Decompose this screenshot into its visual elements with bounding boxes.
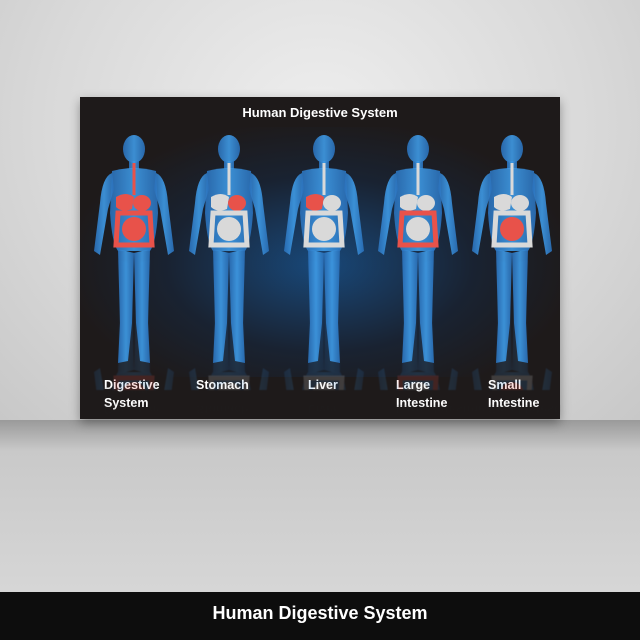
reflection-label: Small Intestine xyxy=(488,402,560,416)
small-intestine-organ xyxy=(406,217,430,241)
liver-organ xyxy=(400,194,418,211)
body-right-arm xyxy=(532,173,552,255)
ref-body-4 xyxy=(378,260,458,420)
body-left-arm xyxy=(378,173,398,255)
body-left-arm xyxy=(284,368,304,420)
body-right-leg xyxy=(418,260,434,374)
body-right-leg xyxy=(324,260,340,374)
liver-organ xyxy=(211,194,229,211)
body-left-leg xyxy=(308,260,324,374)
stomach-organ xyxy=(511,195,529,211)
body-right-leg xyxy=(134,260,150,374)
liver-organ xyxy=(306,194,324,211)
large-intestine-organ xyxy=(491,210,533,248)
body-right-leg xyxy=(229,260,245,374)
poster-title: Human Digestive System xyxy=(242,105,398,120)
body-right-leg xyxy=(512,260,528,374)
body-head xyxy=(218,135,240,163)
large-intestine-organ xyxy=(208,210,250,248)
body-right-arm xyxy=(249,368,269,420)
reflection-figure xyxy=(464,250,560,420)
body-left-arm xyxy=(94,173,114,255)
body-left-leg xyxy=(118,260,134,374)
stomach-organ xyxy=(133,195,151,211)
body-right-arm xyxy=(438,173,458,255)
stomach-organ xyxy=(417,195,435,211)
large-intestine-organ xyxy=(303,210,345,248)
body-right-arm xyxy=(532,368,552,420)
banner-title: Human Digestive System xyxy=(212,603,428,623)
body-left-arm xyxy=(378,368,398,420)
figure-label-line: Intestine xyxy=(396,396,448,410)
body-head xyxy=(313,135,335,163)
figure-label-line: System xyxy=(104,396,149,410)
body-left-arm xyxy=(472,173,492,255)
body-right-arm xyxy=(344,173,364,255)
body-left-arm xyxy=(189,173,209,255)
stomach-organ xyxy=(323,195,341,211)
body-left-leg xyxy=(213,260,229,374)
body-left-arm xyxy=(94,368,114,420)
small-intestine-organ xyxy=(312,217,336,241)
small-intestine-organ xyxy=(122,217,146,241)
body-head xyxy=(501,135,523,163)
body-left-arm xyxy=(284,173,304,255)
body-right-arm xyxy=(344,368,364,420)
large-intestine-organ xyxy=(397,210,439,248)
bottom-banner: Human Digestive System xyxy=(0,592,640,640)
body-torso xyxy=(394,168,442,251)
small-intestine-organ xyxy=(500,217,524,241)
reflection-label: Stomach xyxy=(196,402,249,416)
body-torso xyxy=(205,168,253,251)
body-head xyxy=(407,135,429,163)
body-left-arm xyxy=(472,368,492,420)
reflection-figure xyxy=(276,250,372,420)
body-left-arm xyxy=(189,368,209,420)
body-right-arm xyxy=(154,173,174,255)
body-right-arm xyxy=(438,368,458,420)
body-head xyxy=(123,135,145,163)
small-intestine-organ xyxy=(217,217,241,241)
reflection-figure xyxy=(181,250,277,420)
ref-body-5 xyxy=(472,260,552,420)
large-intestine-organ xyxy=(113,210,155,248)
ref-body-1 xyxy=(94,260,174,420)
body-left-leg xyxy=(496,260,512,374)
floor-background xyxy=(0,420,640,592)
body-torso xyxy=(300,168,348,251)
figure-label-line: Intestine xyxy=(488,396,540,410)
ref-body-2 xyxy=(189,260,269,420)
body-right-arm xyxy=(154,368,174,420)
reflection-figure xyxy=(86,250,182,420)
body-torso xyxy=(110,168,158,251)
body-left-leg xyxy=(402,260,418,374)
body-torso xyxy=(488,168,536,251)
reflection-label: Liver xyxy=(308,402,338,416)
reflection-figure xyxy=(370,250,466,420)
liver-organ xyxy=(116,194,134,211)
stomach-organ xyxy=(228,195,246,211)
ref-body-3 xyxy=(284,260,364,420)
reflection-label: Large Intestine xyxy=(396,402,485,416)
liver-organ xyxy=(494,194,512,211)
body-right-arm xyxy=(249,173,269,255)
